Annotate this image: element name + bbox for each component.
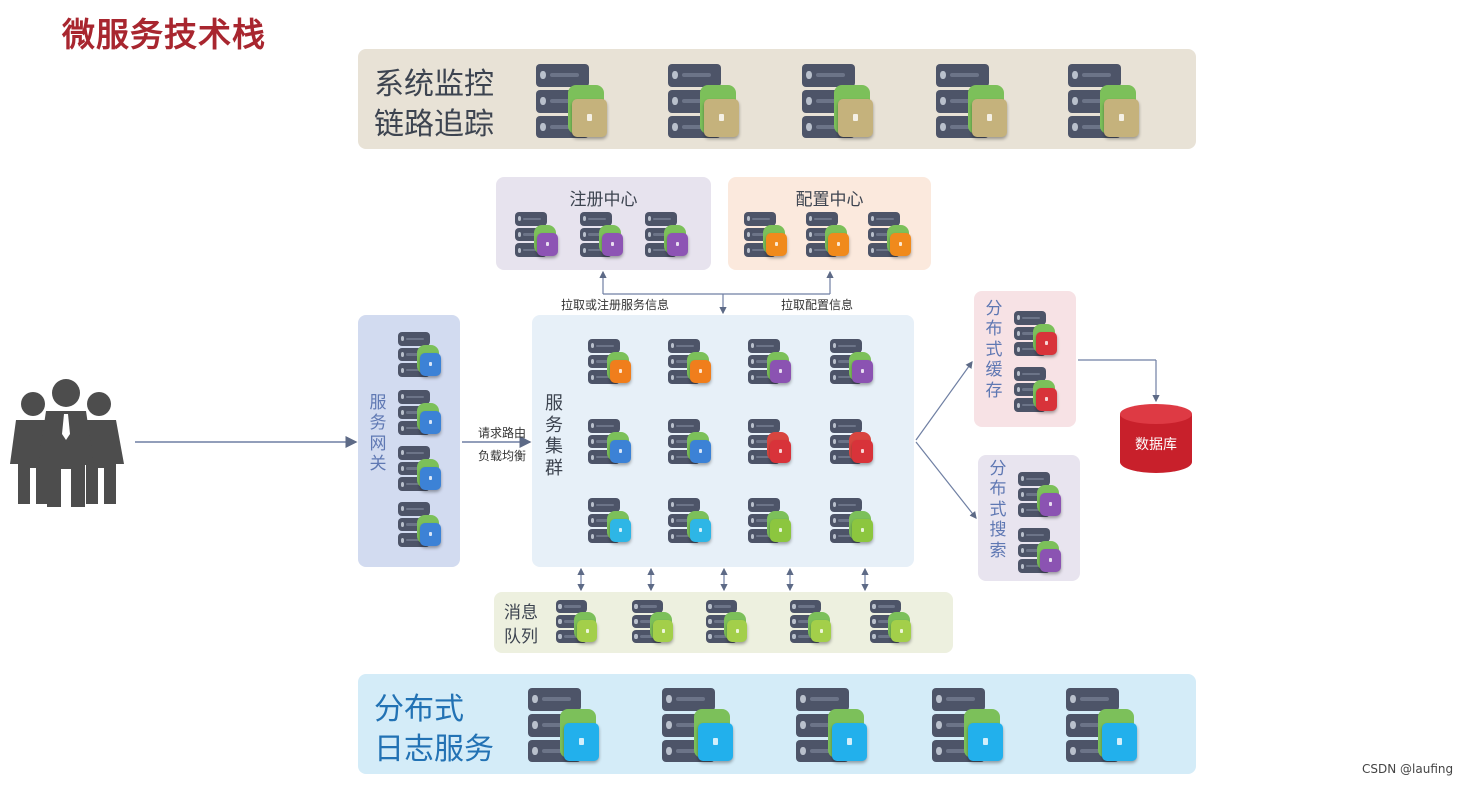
server-icon (668, 419, 714, 465)
server-icon (1014, 311, 1060, 357)
config-label: 配置中心 (795, 190, 864, 210)
server-icon (748, 339, 794, 385)
server-icon (936, 64, 1012, 140)
server-icon (868, 212, 914, 258)
log-service-panel: 分布式 日志服务 (358, 674, 1196, 774)
server-icon (515, 212, 561, 258)
server-icon (588, 419, 634, 465)
gateway-label: 服务网关 (369, 393, 387, 475)
log-label-1: 分布式 (374, 692, 464, 727)
monitor-tracing-panel: 系统监控 链路追踪 (358, 49, 1196, 149)
server-icon (802, 64, 878, 140)
server-icon (1014, 367, 1060, 413)
cache-label: 分布式缓存 (985, 299, 1003, 401)
server-icon (588, 339, 634, 385)
server-icon (528, 688, 604, 764)
page-title: 微服务技术栈 (62, 15, 266, 54)
server-icon (1066, 688, 1142, 764)
server-icon (556, 600, 600, 644)
server-icon (932, 688, 1008, 764)
watermark: CSDN @laufing (1362, 762, 1454, 776)
database-label: 数据库 (1135, 437, 1177, 453)
server-icon (830, 339, 876, 385)
server-icon (398, 446, 444, 492)
server-icon (662, 688, 738, 764)
server-icon (1018, 528, 1064, 574)
server-icon (830, 498, 876, 544)
server-icon (580, 212, 626, 258)
log-label-2: 日志服务 (374, 732, 494, 767)
server-icon (744, 212, 790, 258)
server-icon (790, 600, 834, 644)
cluster-label: 服务集群 (545, 393, 563, 479)
database-icon (1120, 404, 1192, 473)
server-icon (796, 688, 872, 764)
server-icon (1018, 472, 1064, 518)
route-label: 请求路由 (478, 426, 527, 440)
server-icon (748, 498, 794, 544)
server-icon (706, 600, 750, 644)
server-icon (870, 600, 914, 644)
server-icon (668, 339, 714, 385)
server-icon (645, 212, 691, 258)
server-icon (748, 419, 794, 465)
mq-label-1: 消息 (504, 603, 538, 623)
server-icon (398, 390, 444, 436)
server-icon (806, 212, 852, 258)
server-icon (830, 419, 876, 465)
pull-config-label: 拉取配置信息 (781, 298, 854, 312)
tracing-label: 链路追踪 (374, 107, 494, 142)
registry-label: 注册中心 (569, 190, 638, 210)
server-icon (668, 498, 714, 544)
server-icon (668, 64, 744, 140)
search-label: 分布式搜索 (989, 459, 1007, 561)
server-icon (398, 502, 444, 548)
server-icon (588, 498, 634, 544)
people-icon (10, 379, 124, 507)
server-icon (1068, 64, 1144, 140)
mq-label-2: 队列 (504, 627, 538, 647)
monitor-label: 系统监控 (374, 67, 494, 102)
pull-register-label: 拉取或注册服务信息 (561, 298, 670, 312)
server-icon (632, 600, 676, 644)
server-icon (536, 64, 612, 140)
server-icon (398, 332, 444, 378)
balance-label: 负载均衡 (478, 449, 527, 463)
